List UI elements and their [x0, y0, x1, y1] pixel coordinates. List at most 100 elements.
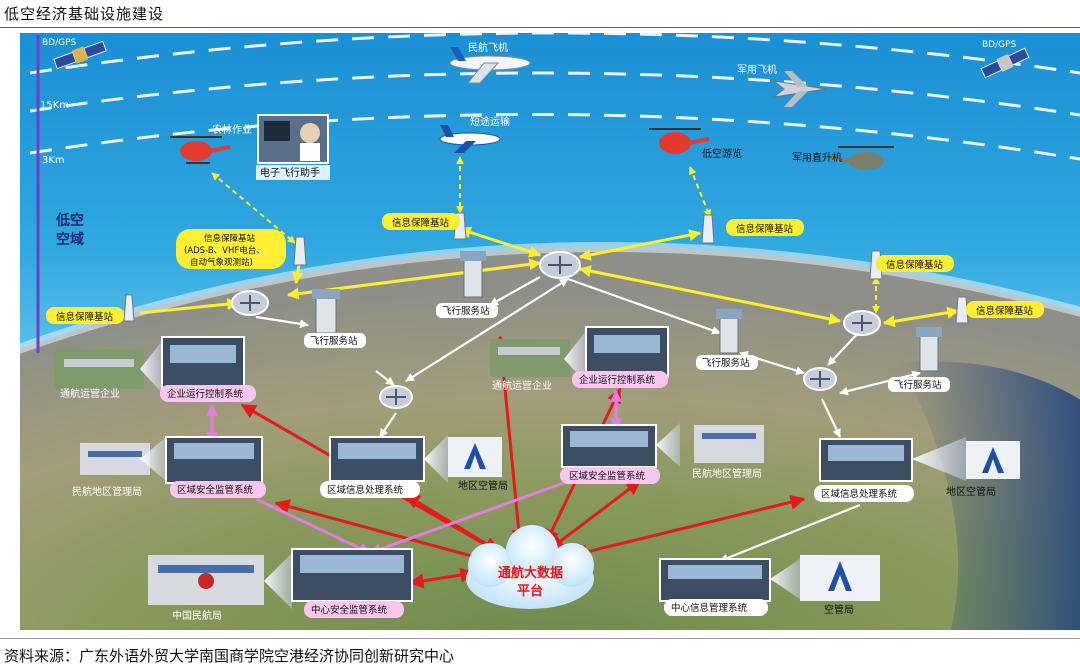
atc-logo-icon-2 [966, 441, 1020, 479]
beam-5 [656, 423, 680, 467]
fs2-label: 飞行服务站 [442, 305, 490, 317]
router-icon-1 [231, 290, 269, 316]
ib2-label: 信息保障基站 [392, 217, 450, 229]
control-room-image-3 [561, 424, 657, 468]
airport-image-1 [54, 349, 144, 389]
control-room-image-1 [165, 436, 263, 484]
ops-center-image-2 [585, 326, 669, 378]
beam-6 [912, 437, 966, 481]
altitude-top-label: BD/GPS [42, 38, 77, 48]
fs3-label: 飞行服务站 [702, 357, 750, 369]
flight-service-station-3: 飞行服务站 [696, 355, 758, 370]
big-data-platform-label-2: 平台 [517, 583, 543, 599]
ops-center-image-1 [161, 336, 245, 392]
enterprise-control-system-1: 企业运行控制系统 [160, 385, 256, 402]
military-jet-label: 军用飞机 [737, 63, 777, 76]
info-base-station-3: 信息保障基站 [726, 219, 804, 236]
enterprise-control-system-2: 企业运行控制系统 [572, 371, 668, 388]
central-info-room-image [659, 558, 771, 602]
central-info-label: 中心信息管理系统 [671, 602, 748, 614]
router-icon-3 [843, 310, 881, 336]
satellite-icon-right [980, 47, 1030, 79]
regional-atc-label-1: 地区空管局 [458, 479, 508, 492]
source-note: 资料来源：广东外语外贸大学南国商学院空港经济协同创新研究中心 [4, 647, 455, 665]
short-transport-label: 短途运输 [470, 115, 510, 128]
caac-region-label-2: 民航地区管理局 [692, 467, 762, 480]
diagram-svg: BD/GPS 15Km 3Km 低空 空域 BD/GPS 民航飞机 军用飞机 短… [20, 33, 1080, 630]
civil-airliner-label: 民航飞机 [468, 41, 508, 54]
ib-detail-line1: 信息保障基站 [204, 233, 256, 244]
antenna-icon-6 [955, 296, 969, 324]
fs4-label: 飞行服务站 [894, 379, 942, 391]
beam-8 [770, 559, 800, 599]
military-jet-icon [772, 71, 827, 107]
altitude-arc-2 [29, 71, 1080, 117]
ib5-label: 信息保障基站 [976, 305, 1034, 317]
beam-7 [264, 553, 292, 609]
control-room-image-4 [819, 438, 913, 482]
tower-icon-4 [916, 327, 942, 372]
satellite-icon-left [53, 40, 107, 70]
beam-4 [424, 435, 448, 483]
info-base-station-detail: 信息保障基站 (ADS-B、VHF电台、 自动气象观测站) [176, 229, 286, 269]
pilot-assist-label: 电子飞行助手 [260, 166, 320, 179]
reg-info-1-label: 区域信息处理系统 [327, 484, 404, 496]
altitude-15km-label: 15Km [40, 100, 69, 111]
low-altitude-tour-label: 低空游览 [702, 147, 742, 160]
reg-info-2-label: 区域信息处理系统 [821, 488, 898, 500]
beam-2 [564, 331, 586, 383]
diagram-canvas: BD/GPS 15Km 3Km 低空 空域 BD/GPS 民航飞机 军用飞机 短… [20, 33, 1080, 630]
ent-ctrl-2-label: 企业运行控制系统 [579, 374, 656, 386]
router-icon-2 [539, 251, 581, 279]
ga-ops-label-2: 通航运营企业 [492, 379, 552, 392]
regional-info-system-1: 区域信息处理系统 [320, 481, 420, 498]
flight-service-station-1: 飞行服务站 [304, 333, 366, 348]
caac-region-label-1: 民航地区管理局 [72, 485, 142, 498]
atc-logo-icon-1 [448, 437, 502, 477]
altitude-arc-1 [29, 33, 1080, 75]
flight-service-station-2: 飞行服务站 [436, 303, 498, 318]
agri-helicopter-icon [170, 136, 231, 164]
ib4-label: 信息保障基站 [886, 259, 944, 271]
civil-airliner-icon [449, 47, 531, 84]
airport-image-2 [490, 339, 570, 377]
tower-icon-3 [716, 309, 742, 354]
flight-service-station-4: 飞行服务站 [888, 377, 950, 392]
reg-safety-2-label: 区域安全监管系统 [569, 470, 646, 482]
central-safety-system: 中心安全监管系统 [304, 601, 404, 618]
military-helicopter-icon [829, 146, 894, 170]
military-helicopter-label: 军用直升机 [792, 151, 842, 164]
info-base-station-1: 信息保障基站 [46, 307, 124, 324]
atc-bureau-image [800, 555, 880, 601]
router-icon-4 [379, 385, 413, 409]
air-link-agri [211, 172, 296, 244]
reg-safety-1-label: 区域安全监管系统 [177, 484, 254, 496]
big-data-cloud-icon [466, 525, 594, 609]
regional-info-system-2: 区域信息处理系统 [814, 485, 914, 502]
antenna-icon-2 [293, 236, 307, 266]
horizon-haze [20, 241, 1080, 354]
beam-1 [140, 341, 162, 393]
caac-building-image-2 [694, 425, 764, 463]
agri-work-label: 农林作业 [212, 123, 252, 136]
air-link-tour [688, 166, 712, 218]
altitude-3km-label: 3Km [42, 155, 65, 166]
low-altitude-zone-label-2: 空域 [56, 231, 84, 248]
ga-ops-label-1: 通航运营企业 [60, 387, 120, 400]
tour-helicopter-icon [649, 128, 710, 154]
footer-divider [0, 638, 1080, 639]
ent-ctrl-1-label: 企业运行控制系统 [167, 388, 244, 400]
ib-detail-line2: (ADS-B、VHF电台、 [184, 245, 265, 256]
ib-detail-line3: 自动气象观测站) [190, 257, 253, 268]
title-divider [0, 27, 1080, 28]
regional-safety-system-2: 区域安全监管系统 [560, 467, 660, 484]
caac-hq-image [148, 555, 264, 605]
ib3-label: 信息保障基站 [736, 223, 794, 235]
pilot-assist-photo [257, 114, 329, 164]
central-info-system: 中心信息管理系统 [664, 599, 768, 616]
caac-building-image-1 [80, 443, 150, 475]
altitude-arc-3 [29, 112, 1080, 161]
atc-bureau-label: 空管局 [824, 603, 854, 616]
router-icon-5 [803, 367, 837, 391]
regional-safety-system-1: 区域安全监管系统 [170, 481, 266, 498]
